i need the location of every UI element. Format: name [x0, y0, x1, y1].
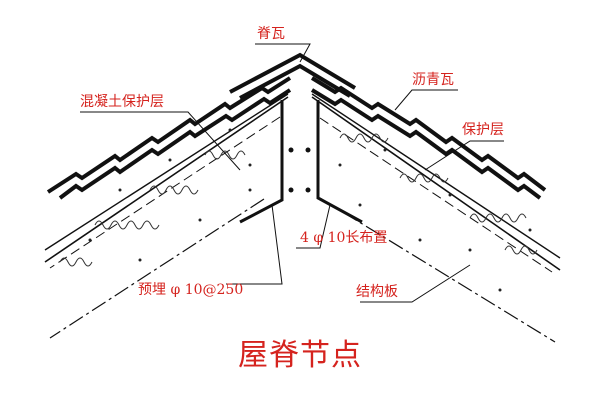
rebar-long-section-dots [288, 147, 311, 193]
insulation-hatch [59, 133, 538, 267]
leader-lines [80, 43, 504, 303]
label-rebar-long: 4 φ 10长布置 [300, 230, 388, 246]
label-concrete-protective-layer: 混凝土保护层 [80, 94, 164, 110]
label-protective-layer: 保护层 [462, 122, 504, 138]
label-structural-slab: 结构板 [356, 284, 398, 300]
label-embedded-rebar: 预埋 φ 10@250 [138, 282, 244, 298]
ridge-tile [229, 52, 357, 100]
concrete-dots [88, 128, 532, 292]
label-ridge-tile: 脊瓦 [257, 26, 285, 42]
diagram-title: 屋脊节点 [238, 338, 362, 373]
asphalt-shingles [46, 76, 547, 200]
label-asphalt-shingle: 沥青瓦 [412, 72, 454, 88]
rebar [239, 100, 363, 224]
structural-slab [44, 96, 561, 343]
